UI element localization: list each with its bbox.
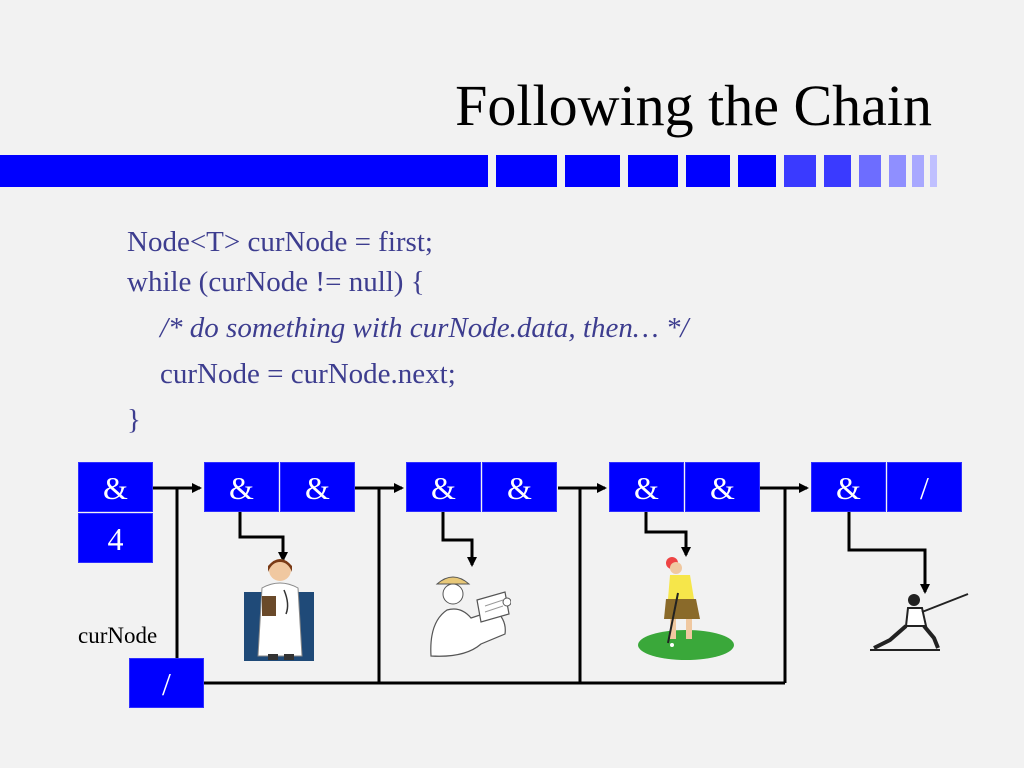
- code-line: while (curNode != null) {: [127, 266, 425, 298]
- bar-segment: [784, 155, 816, 187]
- bar-segment: [889, 155, 906, 187]
- data-pointer-arrow: [238, 512, 288, 562]
- node-data-cell: &: [811, 462, 886, 512]
- node-data-cell: &: [204, 462, 279, 512]
- bar-segment: [496, 155, 557, 187]
- data-pointer-arrow: [644, 512, 691, 557]
- node-data-cell: &: [406, 462, 481, 512]
- fencer-icon: [870, 593, 969, 651]
- code-line: Node<T> curNode = first;: [127, 226, 433, 258]
- node-next-cell: &: [280, 462, 355, 512]
- curnode-path: [175, 488, 204, 685]
- code-line: }: [127, 404, 141, 436]
- node-next-cell: &: [482, 462, 557, 512]
- bar-segment: [738, 155, 776, 187]
- slide-title: Following the Chain: [455, 73, 932, 138]
- bar-segment: [686, 155, 730, 187]
- node-next-cell: /: [887, 462, 962, 512]
- bar-segment: [824, 155, 851, 187]
- code-comment: /* do something with curNode.data, then……: [160, 312, 689, 344]
- node-next-cell: &: [685, 462, 760, 512]
- code-line: curNode = curNode.next;: [160, 358, 456, 390]
- title-decoration-bar: [0, 155, 1024, 189]
- bar-segment: [628, 155, 678, 187]
- data-pointer-arrow: [441, 512, 477, 567]
- curnode-label: curNode: [78, 623, 158, 648]
- bar-segment: [912, 155, 924, 187]
- bar-segment: [0, 155, 488, 187]
- list-first-cell: &: [78, 462, 153, 512]
- bar-segment: [859, 155, 881, 187]
- curnode-cell: /: [129, 658, 204, 708]
- list-size-cell: 4: [78, 513, 153, 563]
- engineer-icon: [430, 576, 511, 657]
- node-data-cell: &: [609, 462, 684, 512]
- golfer-icon: [638, 557, 734, 660]
- doctor-icon: [244, 559, 314, 661]
- data-pointer-arrow: [847, 512, 930, 594]
- bar-segment: [565, 155, 620, 187]
- code-block: Node<T> curNode = first; while (curNode …: [127, 222, 688, 440]
- bar-segment: [930, 155, 937, 187]
